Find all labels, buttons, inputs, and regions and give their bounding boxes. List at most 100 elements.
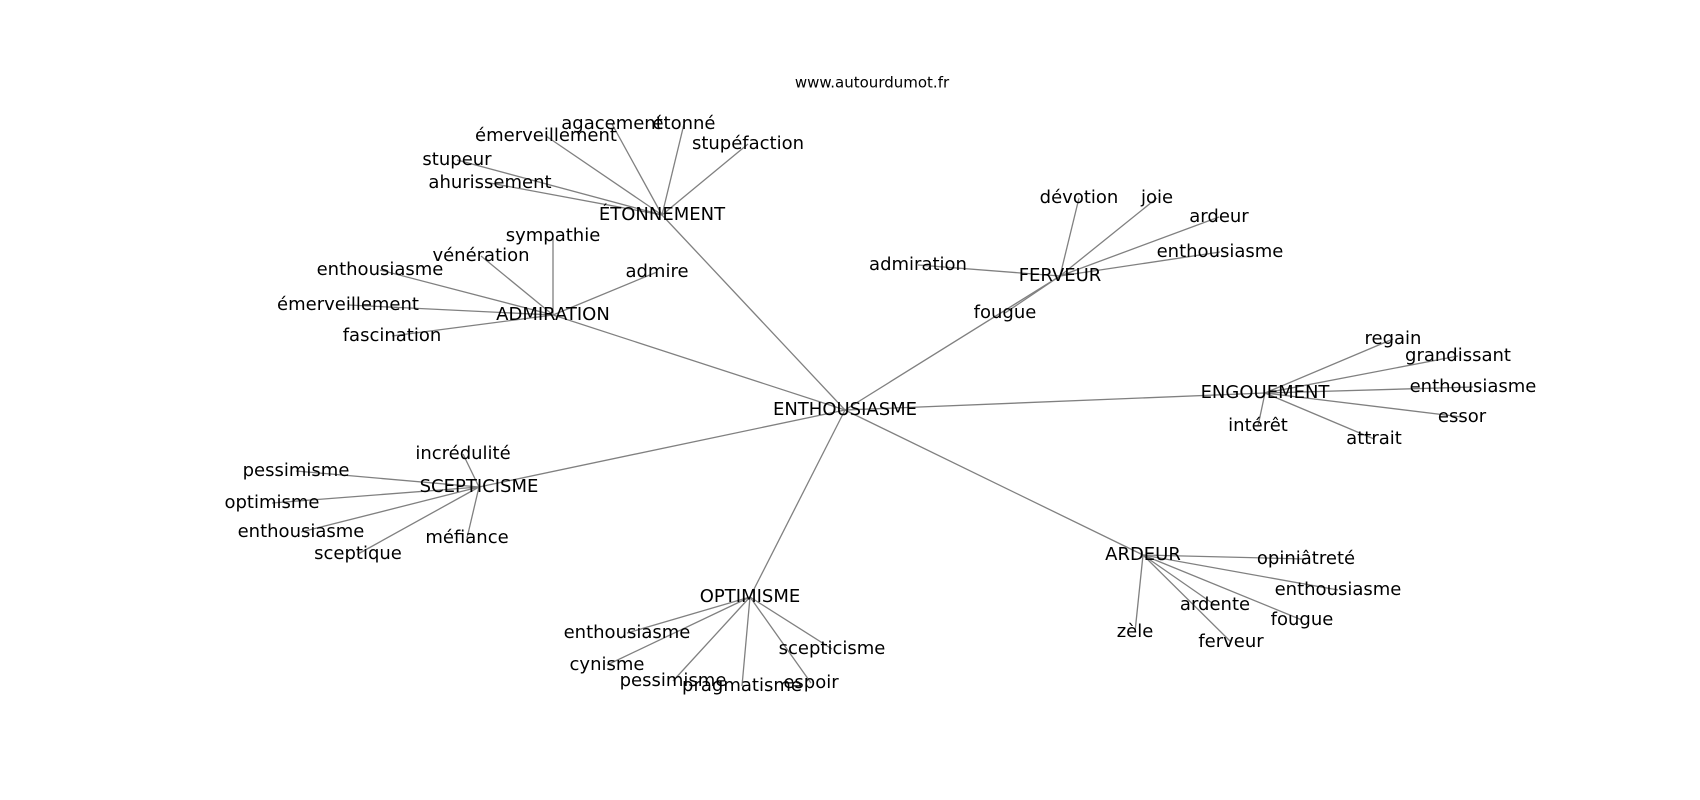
node-hub-optimisme[interactable]: OPTIMISME [700,586,801,607]
edge-engouement-regain [1264,338,1394,394]
edge-center-admiration [552,314,846,411]
edge-ardeur-ferveur [1142,554,1232,643]
node-leaf-etonnement-stupefaction[interactable]: stupéfaction [692,133,804,154]
node-leaf-optimisme-pragmatisme[interactable]: pragmatisme [682,675,802,696]
node-leaf-engouement-regain[interactable]: regain [1365,328,1422,349]
node-leaf-scepticisme-enthousiasme[interactable]: enthousiasme [238,521,365,542]
edge-etonnement-agacement [611,123,663,216]
edge-engouement-interet [1257,392,1266,427]
node-leaf-admiration-veneration[interactable]: vénération [432,245,529,266]
node-leaf-optimisme-scepticisme[interactable]: scepticisme [779,638,886,659]
node-leaf-etonnement-agacement[interactable]: agacement [561,113,663,134]
edge-scepticisme-optimisme [271,486,480,504]
node-leaf-scepticisme-incredulite[interactable]: incrédulité [415,443,510,464]
node-leaf-ardeur-zele[interactable]: zèle [1117,621,1154,642]
edge-ardeur-zele [1134,554,1144,633]
node-leaf-ardeur-enthousiasme[interactable]: enthousiasme [1275,579,1402,600]
edge-admiration-fascination [391,314,554,337]
edge-etonnement-emerveillement [545,135,663,216]
site-label: www.autourdumot.fr [795,74,950,92]
node-center[interactable]: ENTHOUSIASME [773,399,917,420]
edge-optimisme-scepticisme [749,596,833,650]
edge-optimisme-pragmatisme [741,596,751,687]
edge-optimisme-pessimisme [672,596,751,682]
node-leaf-optimisme-enthousiasme[interactable]: enthousiasme [564,622,691,643]
edge-engouement-enthousiasme [1264,386,1474,394]
node-leaf-scepticisme-optimisme[interactable]: optimisme [224,492,319,513]
node-leaf-admiration-enthousiasme[interactable]: enthousiasme [317,259,444,280]
graph-labels: www.autourdumot.fr ENTHOUSIASME ÉTONNEMEN… [224,74,1536,697]
edge-center-engouement [844,392,1266,411]
node-leaf-admiration-admire[interactable]: admire [625,261,688,282]
node-leaf-ferveur-enthousiasme[interactable]: enthousiasme [1157,241,1284,262]
edge-ferveur-ardeur [1059,216,1220,277]
node-leaf-optimisme-cynisme[interactable]: cynisme [570,654,645,675]
node-leaf-ferveur-ardeur[interactable]: ardeur [1189,206,1249,227]
node-leaf-ferveur-admiration[interactable]: admiration [869,254,967,275]
edge-center-ardeur [844,409,1144,556]
edge-optimisme-espoir [749,596,812,684]
node-leaf-ferveur-joie[interactable]: joie [1140,187,1173,208]
edge-ferveur-enthousiasme [1059,251,1221,277]
edge-admiration-emerveillement [347,304,554,316]
edge-center-ferveur [844,275,1061,411]
node-leaf-ardeur-fougue[interactable]: fougue [1271,609,1334,630]
node-leaf-ardeur-opiniatrete[interactable]: opiniâtreté [1257,548,1355,569]
node-hub-admiration[interactable]: ADMIRATION [496,304,610,325]
edge-engouement-grandissant [1264,355,1459,394]
edge-center-etonnement [661,214,846,411]
node-leaf-scepticisme-sceptique[interactable]: sceptique [314,543,402,564]
edge-admiration-enthousiasme [379,269,554,316]
edge-scepticisme-enthousiasme [300,486,480,533]
node-leaf-etonnement-etonne[interactable]: étonné [652,113,715,134]
node-leaf-engouement-interet[interactable]: intérêt [1228,415,1288,436]
node-leaf-engouement-essor[interactable]: essor [1438,406,1487,427]
node-leaf-ardeur-ardente[interactable]: ardente [1180,594,1250,615]
edge-engouement-attrait [1264,392,1375,440]
node-leaf-scepticisme-pessimisme[interactable]: pessimisme [243,460,350,481]
edge-admiration-admire [552,271,658,316]
edge-etonnement-stupefaction [661,143,749,216]
edge-ardeur-enthousiasme [1142,554,1339,591]
edge-scepticisme-sceptique [357,486,480,555]
node-hub-etonnement[interactable]: ÉTONNEMENT [599,203,726,225]
edge-scepticisme-pessimisme [295,470,480,488]
node-leaf-ferveur-fougue[interactable]: fougue [974,302,1037,323]
node-leaf-ardeur-ferveur[interactable]: ferveur [1198,631,1264,652]
edge-ferveur-joie [1059,197,1158,277]
node-leaf-etonnement-ahurissement[interactable]: ahurissement [428,172,551,193]
edge-ferveur-fougue [1004,275,1061,314]
node-leaf-ferveur-devotion[interactable]: dévotion [1040,187,1119,208]
node-leaf-scepticisme-mefiance[interactable]: méfiance [425,527,508,548]
edge-center-scepticisme [478,409,846,488]
node-leaf-optimisme-espoir[interactable]: espoir [783,672,839,693]
node-leaf-engouement-grandissant[interactable]: grandissant [1405,345,1511,366]
node-leaf-etonnement-emerveillement[interactable]: émerveillement [475,125,617,146]
node-leaf-etonnement-stupeur[interactable]: stupeur [422,149,492,170]
node-leaf-admiration-sympathie[interactable]: sympathie [506,225,601,246]
node-hub-scepticisme[interactable]: SCEPTICISME [420,476,539,497]
node-leaf-engouement-enthousiasme[interactable]: enthousiasme [1410,376,1537,397]
edge-etonnement-ahurissement [489,182,663,216]
node-leaf-admiration-fascination[interactable]: fascination [343,325,442,346]
graph-edges [271,123,1474,687]
edge-etonnement-stupeur [456,159,663,216]
edge-center-optimisme [749,409,846,598]
edge-etonnement-etonne [661,123,685,216]
edge-admiration-veneration [480,255,554,316]
node-hub-ferveur[interactable]: FERVEUR [1019,265,1102,286]
edge-ferveur-admiration [917,264,1061,277]
edge-optimisme-enthousiasme [626,596,751,634]
node-hub-engouement[interactable]: ENGOUEMENT [1201,382,1331,403]
edge-ferveur-devotion [1059,197,1080,277]
edge-engouement-essor [1264,392,1463,418]
edge-optimisme-cynisme [606,596,751,666]
node-hub-ardeur[interactable]: ARDEUR [1105,544,1181,565]
edge-ardeur-ardente [1142,554,1216,606]
node-leaf-optimisme-pessimisme[interactable]: pessimisme [620,670,727,691]
edge-scepticisme-mefiance [466,486,480,539]
node-leaf-engouement-attrait[interactable]: attrait [1346,428,1402,449]
node-leaf-admiration-emerveillement[interactable]: émerveillement [277,294,419,315]
edge-ardeur-opiniatrete [1142,554,1307,560]
